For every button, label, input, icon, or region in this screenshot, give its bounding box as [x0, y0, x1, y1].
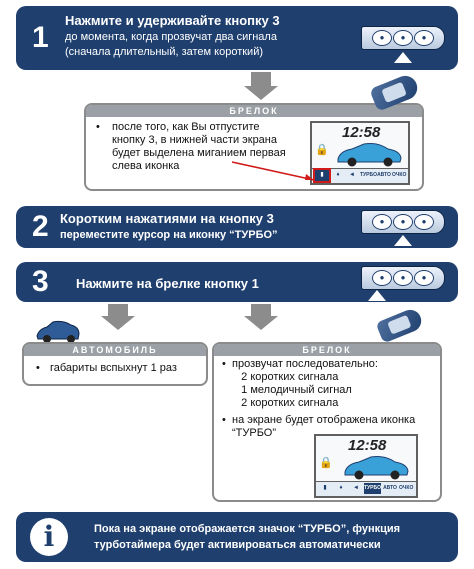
car-icon: [337, 143, 402, 167]
step2-number: 2: [32, 210, 49, 243]
lcd2-icon-ochko: ОЧКО: [399, 485, 414, 491]
lcd1-icon-row: ▮ ♦ ◄ ТУРБО АВТО ОЧКО: [312, 168, 408, 183]
step3-banner: 3 Нажмите на брелке кнопку 1 ● ● ●: [16, 262, 458, 302]
step1-banner: 1 Нажмите и удерживайте кнопку 3 до моме…: [16, 6, 458, 70]
lcd2-icon-1: ▮: [323, 485, 327, 491]
lcd1-icon-ochko: ОЧКО: [392, 172, 407, 178]
keyfob-2-screen: [387, 314, 412, 335]
info-line2: турботаймера будет активироваться автома…: [94, 539, 381, 551]
lcd1-time: 12:58: [342, 124, 381, 141]
lcd1-icon-1: ▮: [313, 168, 331, 183]
lcd1-icon-2: ♦: [336, 172, 340, 178]
triangle-marker-icon-2: [394, 235, 412, 246]
remote-buttons-icon-3: ● ● ●: [361, 266, 445, 290]
info-line1: Пока на экране отображается значок “ТУРБ…: [94, 523, 401, 535]
lcd2-icon-auto: АВТО: [383, 485, 397, 491]
panel-keyfob-1: БРЕЛОК • после того, как Вы отпустите кн…: [84, 103, 424, 191]
lcd-screen-2: 12:58 🔒 ▮ ♦ ◄ ТУРБО АВТО ОЧКО: [314, 434, 418, 498]
lcd-screen-1: 12:58 🔒 ▮ ♦ ◄ ТУРБО АВТО ОЧКО: [310, 121, 410, 185]
remote-buttons-icon-2: ● ● ●: [361, 210, 445, 234]
panel-keyfob-2: БРЕЛОК • прозвучат последовательно: 2 ко…: [212, 342, 442, 502]
lcd2-icon-row: ▮ ♦ ◄ ТУРБО АВТО ОЧКО: [316, 481, 416, 496]
panel2-text1: прозвучат последовательно: 2 коротких си…: [232, 358, 378, 409]
step3-number: 3: [32, 265, 49, 298]
panel-car-bullet: •: [36, 362, 40, 374]
button-1-icon: ●: [372, 214, 392, 230]
step1-number: 1: [32, 21, 49, 54]
lcd1-icon-auto: АВТО: [377, 172, 391, 178]
step1-line1: Нажмите и удерживайте кнопку 3: [65, 13, 280, 28]
step2-banner: 2 Коротким нажатиями на кнопку 3 перемес…: [16, 206, 458, 248]
step2-line1: Коротким нажатиями на кнопку 3: [60, 211, 274, 226]
button-2-icon: ●: [393, 214, 413, 230]
button-2-icon: ●: [393, 270, 413, 286]
lcd1-icon-3: ◄: [349, 172, 355, 178]
panel1-bullet: •: [96, 121, 100, 133]
arrow-down-1: [251, 72, 271, 86]
button-2-icon: ●: [393, 30, 413, 46]
step3-line1: Нажмите на брелке кнопку 1: [76, 276, 259, 291]
button-3-icon: ●: [414, 270, 434, 286]
car-silhouette-icon: [36, 320, 80, 343]
arrow-down-2-head: [101, 316, 135, 330]
lcd2-icon-2: ♦: [339, 485, 343, 491]
button-1-icon: ●: [372, 270, 392, 286]
lcd2-icon-3: ◄: [353, 485, 359, 491]
lcd2-icon-turbo: ТУРБО: [364, 483, 381, 494]
arrow-down-3-head: [244, 316, 278, 330]
button-1-icon: ●: [372, 30, 392, 46]
panel1-text: после того, как Вы отпустите кнопку 3, в…: [112, 121, 286, 172]
arrow-down-3: [251, 304, 271, 316]
triangle-marker-icon: [394, 52, 412, 63]
panel-car-text: габариты вспыхнут 1 раз: [50, 362, 177, 374]
lock-icon: 🔒: [315, 144, 329, 156]
lcd1-icon-turbo: ТУРБО: [360, 172, 377, 178]
panel2-text2: на экране будет отображена иконка “ТУРБО…: [232, 414, 416, 439]
panel-car-title: АВТОМОБИЛЬ: [24, 344, 206, 356]
step1-line3: (сначала длительный, затем короткий): [65, 46, 264, 58]
step1-line2: до момента, когда прозвучат два сигнала: [65, 31, 277, 43]
remote-buttons-icon: ● ● ●: [361, 26, 445, 50]
info-banner: i Пока на экране отображается значок “ТУ…: [16, 512, 458, 562]
step2-line2: переместите курсор на иконку “ТУРБО”: [60, 229, 278, 241]
info-icon-glyph: i: [43, 520, 55, 553]
arrow-down-1-head: [244, 86, 278, 100]
panel-car: АВТОМОБИЛЬ • габариты вспыхнут 1 раз: [22, 342, 208, 386]
lcd2-time: 12:58: [348, 437, 387, 454]
keyfob-1-screen: [381, 81, 407, 103]
triangle-marker-icon-3: [368, 290, 386, 301]
panel1-title: БРЕЛОК: [86, 105, 422, 117]
button-3-icon: ●: [414, 214, 434, 230]
info-icon: [30, 518, 68, 556]
car-icon: [344, 456, 409, 480]
panel2-title: БРЕЛОК: [214, 344, 440, 356]
lock-icon: 🔒: [319, 457, 333, 469]
highlight-pointer-line: [231, 161, 315, 181]
arrow-down-2: [108, 304, 128, 316]
panel2-bullet1: •: [222, 358, 226, 370]
button-3-icon: ●: [414, 30, 434, 46]
panel2-bullet2: •: [222, 414, 226, 426]
keyfob-icon-2: [375, 306, 425, 344]
